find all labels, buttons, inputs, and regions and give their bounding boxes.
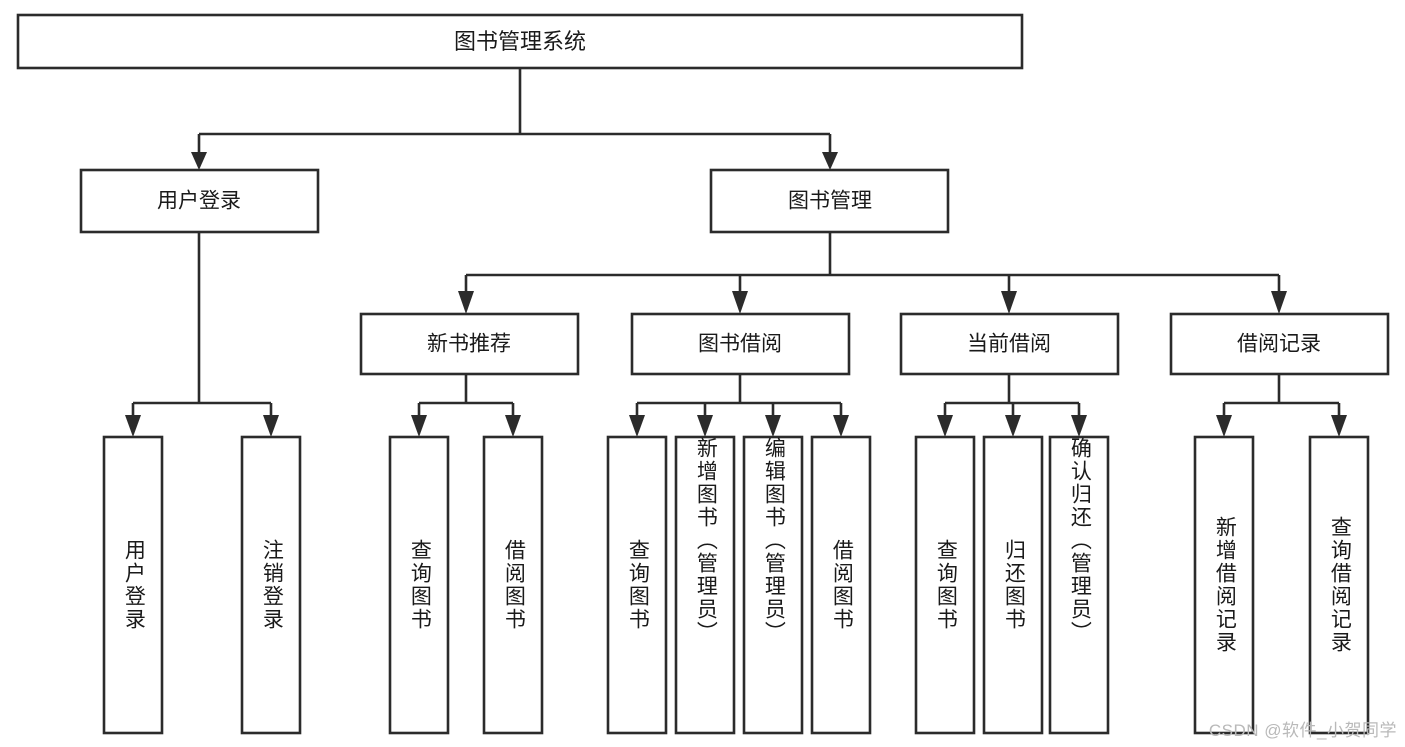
node-user-login-rect[interactable]	[79, 168, 320, 234]
arrowhead-leaf-return-book	[1005, 415, 1021, 437]
leaf-rect-user-login[interactable]	[102, 435, 164, 735]
arrowhead-leaf-query-book-current	[937, 415, 953, 437]
arrowhead-leaf-user-login	[125, 415, 141, 437]
arrowhead-current-borrow	[1001, 291, 1017, 314]
node-book-manage[interactable]: 图书管理	[709, 168, 950, 234]
node-book-manage-label: 图书管理	[788, 190, 872, 213]
arrowhead-leaf-borrow-book-recommend	[505, 415, 521, 437]
csdn-watermark: CSDN @软件_小贺同学	[1208, 721, 1397, 740]
arrowhead-leaf-edit-book-admin	[765, 415, 781, 437]
node-book-borrow[interactable]: 图书借阅	[630, 312, 851, 376]
arrowhead-leaf-add-borrow-record	[1216, 415, 1232, 437]
node-book-borrow-label: 图书借阅	[698, 333, 782, 356]
arrowhead-leaf-query-book-borrow	[629, 415, 645, 437]
node-current-borrow-label: 当前借阅	[967, 333, 1051, 356]
node-user-login[interactable]: 用户登录	[79, 168, 320, 234]
arrowhead-borrow-record	[1271, 291, 1287, 314]
arrowhead-new-book-recommend	[458, 291, 474, 314]
leaf-rect-borrow-book[interactable]	[810, 435, 872, 735]
arrowhead-leaf-borrow-book	[833, 415, 849, 437]
leaf-rect-query-borrow-record[interactable]	[1308, 435, 1370, 735]
node-current-borrow-rect[interactable]	[899, 312, 1120, 376]
connector-group-current-borrow	[937, 374, 1087, 437]
node-book-manage-rect[interactable]	[709, 168, 950, 234]
leaf-rect-borrow-book-recommend[interactable]	[482, 435, 544, 735]
leaf-rect-add-book-admin[interactable]	[674, 435, 736, 735]
leaf-rect-logout-login[interactable]	[240, 435, 302, 735]
node-borrow-record[interactable]: 借阅记录	[1169, 312, 1390, 376]
arrowhead-leaf-query-borrow-record	[1331, 415, 1347, 437]
leaf-box-group	[102, 435, 1370, 735]
node-root[interactable]: 图书管理系统	[16, 13, 1024, 70]
arrowhead-user-login	[191, 152, 207, 170]
node-root-label: 图书管理系统	[454, 29, 586, 54]
connector-group-book-borrow	[629, 374, 849, 437]
node-new-book-recommend-label: 新书推荐	[427, 333, 511, 356]
arrowhead-leaf-query-book-recommend	[411, 415, 427, 437]
connector-group-borrow-record	[1216, 374, 1347, 437]
arrowhead-leaf-logout-login	[263, 415, 279, 437]
node-new-book-recommend-rect[interactable]	[359, 312, 580, 376]
node-borrow-record-rect[interactable]	[1169, 312, 1390, 376]
leaf-rect-add-borrow-record[interactable]	[1193, 435, 1255, 735]
node-root-rect[interactable]	[16, 13, 1024, 70]
leaf-rect-query-book-current[interactable]	[914, 435, 976, 735]
node-book-borrow-rect[interactable]	[630, 312, 851, 376]
arrowhead-leaf-confirm-return-admin	[1071, 415, 1087, 437]
node-borrow-record-label: 借阅记录	[1237, 333, 1321, 356]
connector-group-user-login	[125, 232, 279, 437]
node-user-login-label: 用户登录	[157, 190, 241, 213]
leaf-rect-edit-book-admin[interactable]	[742, 435, 804, 735]
connector-group-root	[191, 68, 838, 170]
arrowhead-book-borrow	[732, 291, 748, 314]
leaf-rect-return-book[interactable]	[982, 435, 1044, 735]
leaf-rect-confirm-return-admin[interactable]	[1048, 435, 1110, 735]
connector-group-book-manage	[458, 232, 1287, 314]
leaf-rect-query-book-recommend[interactable]	[388, 435, 450, 735]
connector-group-new-book-recommend	[411, 374, 521, 437]
node-current-borrow[interactable]: 当前借阅	[899, 312, 1120, 376]
node-new-book-recommend[interactable]: 新书推荐	[359, 312, 580, 376]
arrowhead-book-manage	[822, 152, 838, 170]
arrowhead-leaf-add-book-admin	[697, 415, 713, 437]
leaf-rect-query-book-borrow[interactable]	[606, 435, 668, 735]
